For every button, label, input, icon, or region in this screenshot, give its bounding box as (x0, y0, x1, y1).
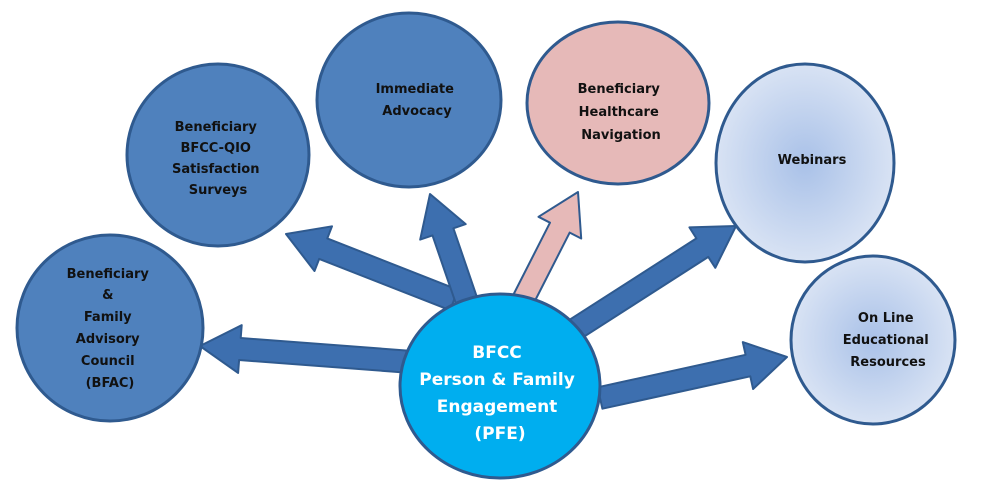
node-healthcare-navigation-circle (525, 20, 711, 186)
arrow-to-immediate-advocacy (419, 193, 480, 310)
node-bfac-label: Beneficiary & Family Advisory Council (B… (67, 267, 154, 391)
node-webinars-circle (714, 62, 896, 264)
node-bfac-circle (15, 233, 205, 423)
arrow-to-online-educational-resources (596, 341, 788, 410)
node-online-educational-resources-label: On Line Educational Resources (843, 311, 934, 370)
arrow-to-bfac (199, 324, 414, 374)
node-immediate-advocacy-label: Immediate Advocacy (376, 82, 459, 119)
center-node-label: BFCC Person & Family Engagement (PFE) (419, 343, 580, 444)
arrow-to-webinars (567, 225, 737, 341)
node-immediate-advocacy: Immediate Advocacy (315, 11, 503, 189)
node-webinars-label: Webinars (778, 153, 847, 168)
node-immediate-advocacy-circle (315, 11, 503, 189)
node-online-educational-resources-circle (789, 254, 957, 426)
center-node-pfe: BFCC Person & Family Engagement (PFE) (398, 292, 602, 480)
node-healthcare-navigation: Beneficiary Healthcare Navigation (525, 20, 711, 186)
node-satisfaction-surveys: Beneficiary BFCC-QIO Satisfaction Survey… (125, 62, 311, 248)
arrows (199, 191, 788, 410)
arrow-to-healthcare-navigation (511, 191, 583, 308)
node-satisfaction-surveys-label: Beneficiary BFCC-QIO Satisfaction Survey… (172, 120, 264, 198)
node-healthcare-navigation-label: Beneficiary Healthcare Navigation (578, 82, 665, 143)
node-bfac: Beneficiary & Family Advisory Council (B… (15, 233, 205, 423)
node-webinars: Webinars (714, 62, 896, 264)
arrow-to-satisfaction-surveys (285, 225, 459, 312)
center-node-circle (398, 292, 602, 480)
node-satisfaction-surveys-circle (125, 62, 311, 248)
node-online-educational-resources: On Line Educational Resources (789, 254, 957, 426)
